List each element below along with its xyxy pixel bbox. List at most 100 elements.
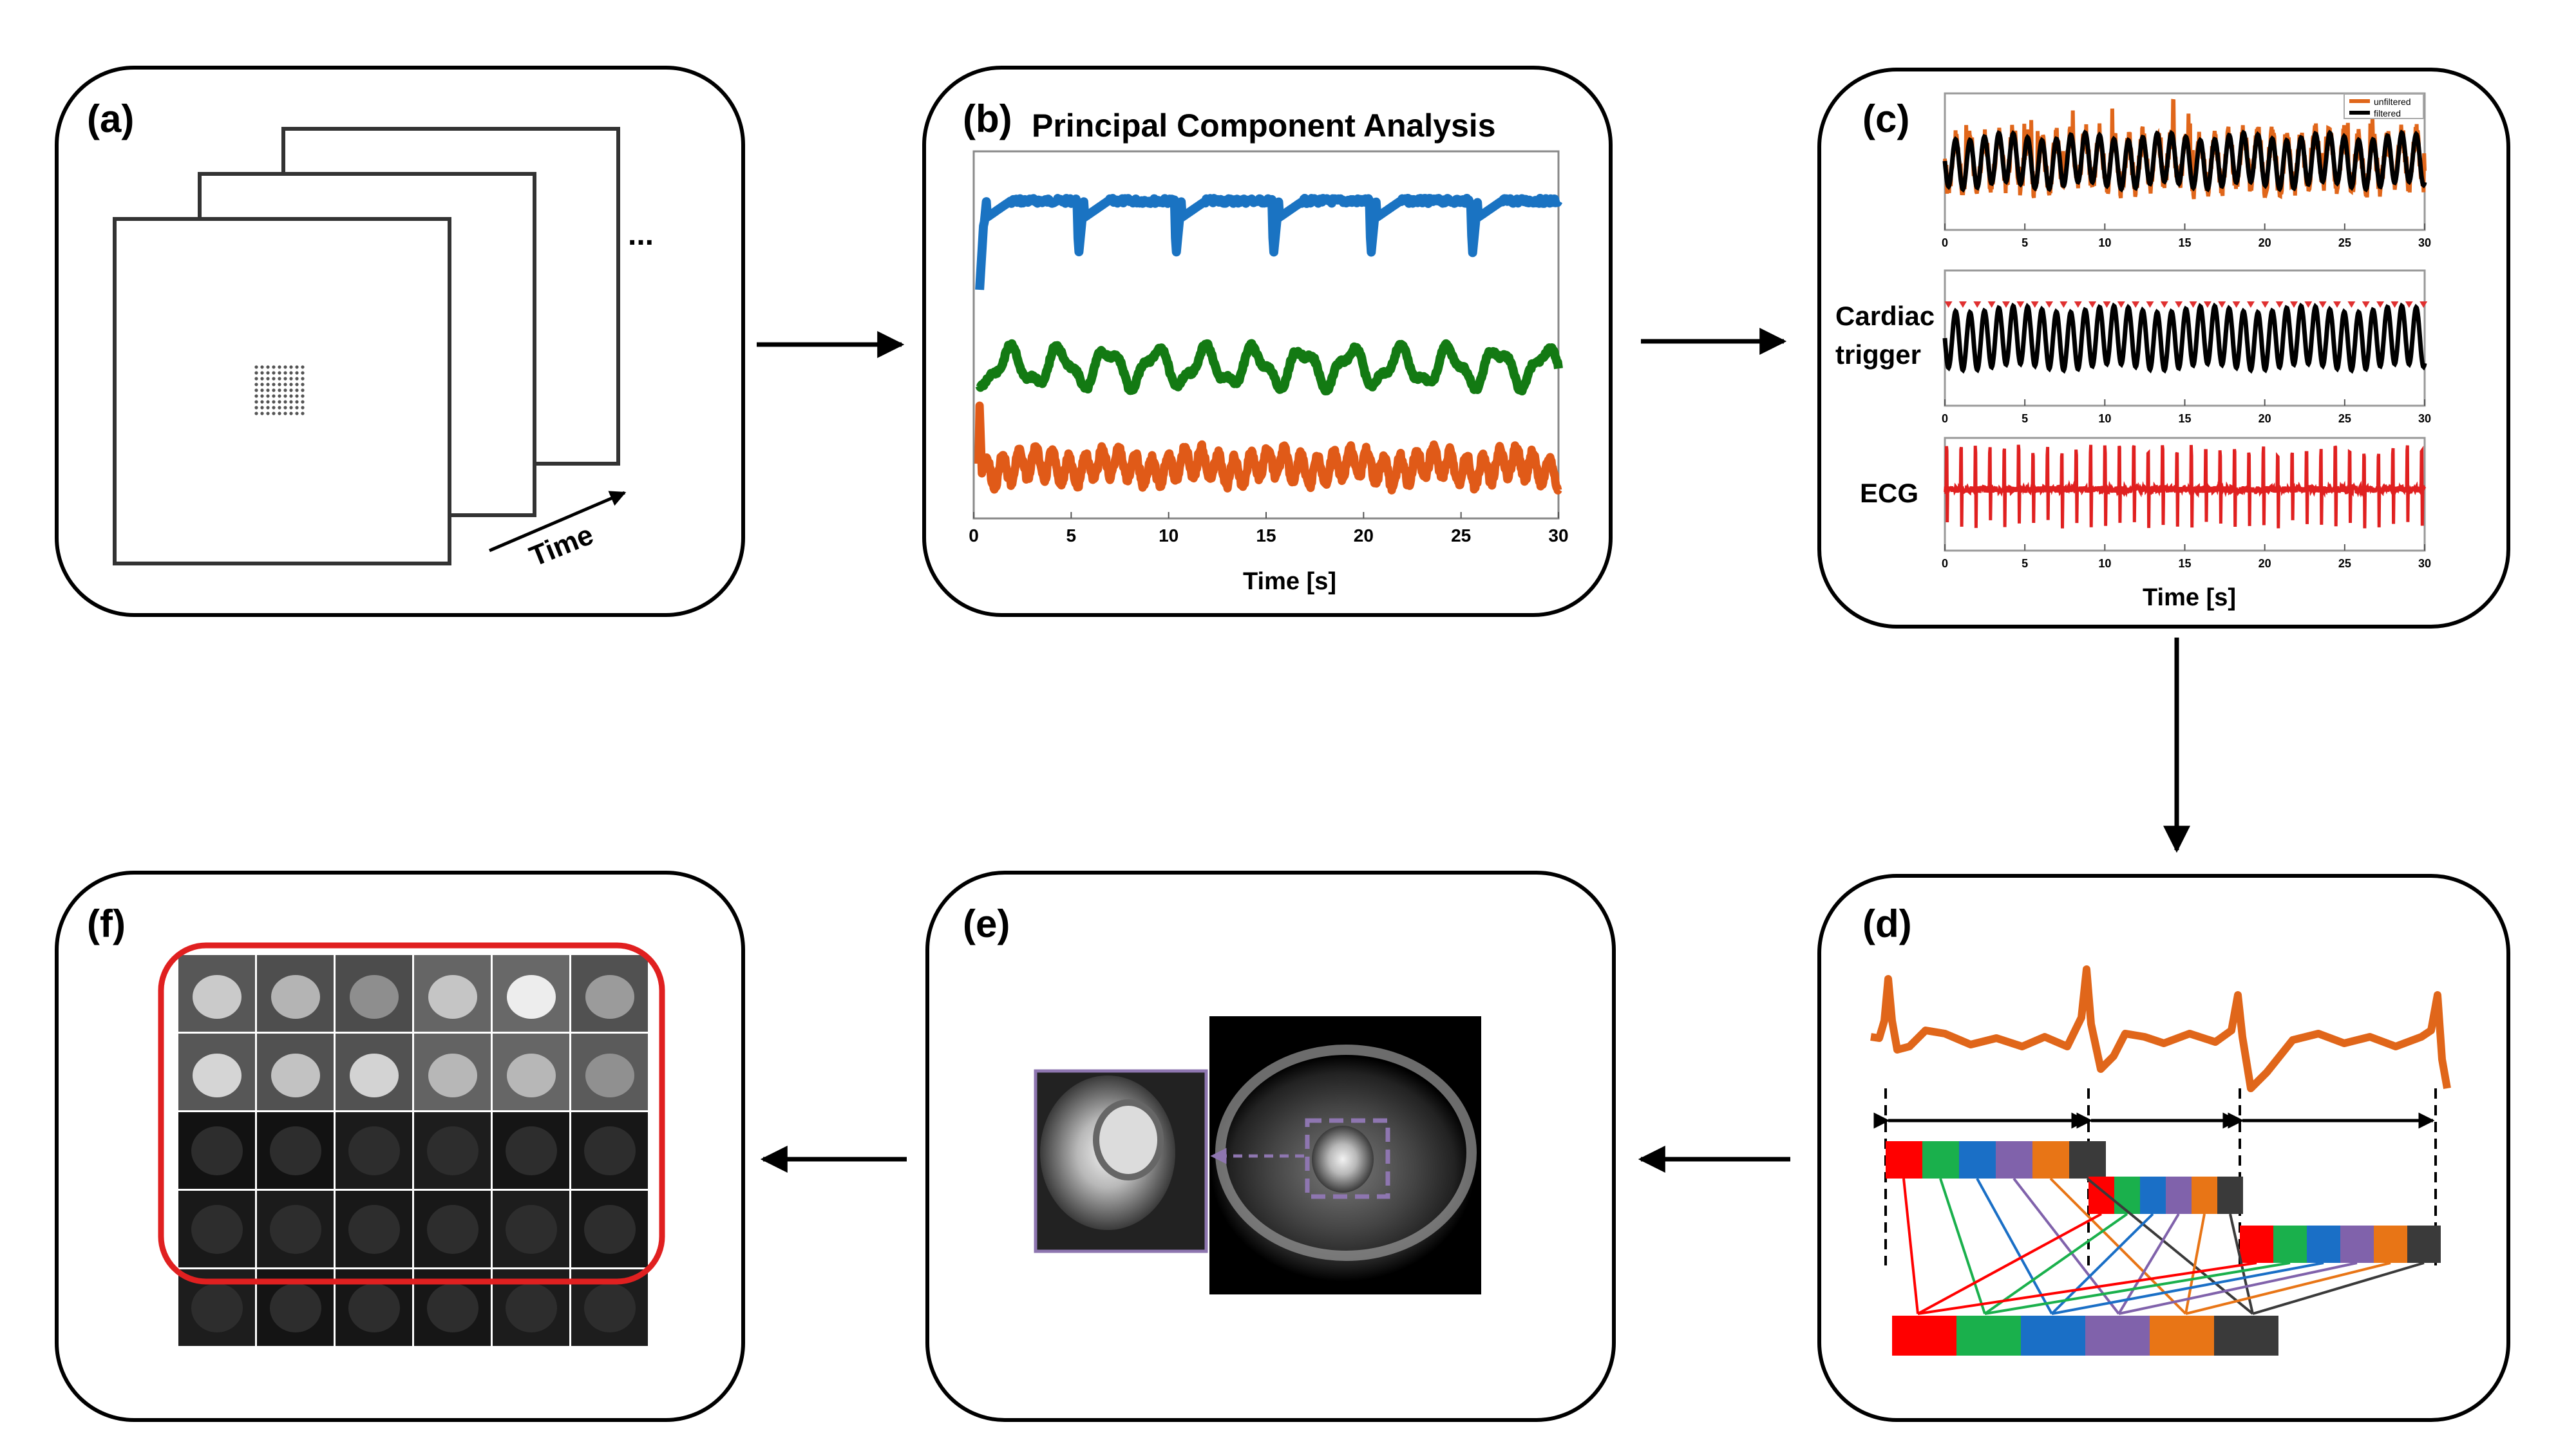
pixel-dot [301, 412, 305, 415]
bin-arrow [2051, 1262, 2324, 1315]
trigger-marker [2016, 301, 2025, 308]
phase-bin [2150, 1316, 2214, 1356]
phase-bin [1959, 1141, 1996, 1179]
pixel-dot [283, 412, 287, 415]
pixel-dot [301, 388, 305, 392]
pixel-dot [266, 377, 270, 381]
phase-bin [1996, 1141, 2032, 1179]
pixel-dot [260, 383, 264, 386]
trigger-marker [2117, 301, 2125, 308]
pixel-dot [283, 383, 287, 386]
pixel-dot [260, 400, 264, 404]
trigger-marker [1958, 301, 1967, 308]
pixel-dot [272, 377, 276, 381]
ecg-xlabel: Time [s] [2143, 584, 2236, 611]
roi-box [1305, 1118, 1390, 1199]
tick-label: 5 [2022, 557, 2028, 570]
tick-label: 0 [969, 526, 979, 545]
trigger-marker [2318, 301, 2327, 308]
pixel-dot [278, 394, 281, 398]
pixel-dot [254, 388, 258, 392]
trigger-marker [2376, 301, 2385, 308]
heart-slice [428, 975, 477, 1019]
panel-a: (a) ... Time [87, 97, 654, 573]
heart-slice [270, 1205, 321, 1254]
panel-d-label: (d) [1862, 902, 1912, 945]
phase-bin [2217, 1177, 2243, 1214]
tick-label: 0 [1942, 557, 1948, 570]
zoomed-lv [1093, 1099, 1164, 1180]
pixel-dot [272, 400, 276, 404]
phase-bin [2240, 1226, 2273, 1263]
heart-slice [348, 1205, 400, 1254]
heart-slice [270, 1283, 321, 1332]
heart-slice [191, 1126, 243, 1175]
phase-bin [2214, 1316, 2278, 1356]
pixel-dot [301, 377, 305, 381]
heart-slice [428, 1054, 477, 1097]
heart-slice [506, 1283, 557, 1332]
ecg-axes [1944, 437, 2426, 552]
pixel-dot [289, 394, 293, 398]
pixel-dot [260, 365, 264, 369]
bin-arrow [1984, 1262, 2291, 1315]
trigger-marker [2362, 301, 2370, 308]
heart-slice [350, 1054, 399, 1097]
phase-bin [2407, 1226, 2441, 1263]
time-arrow [489, 491, 627, 553]
trigger-marker [2347, 301, 2356, 308]
tick-label: 30 [2418, 236, 2431, 249]
bin-arrow [1984, 1213, 2128, 1315]
pixel-dot [301, 400, 305, 404]
heart-slice [584, 1205, 636, 1254]
pixel-dot [254, 400, 258, 404]
trigger-marker [2132, 301, 2140, 308]
heart-slice [507, 975, 556, 1019]
trigger-marker [2261, 301, 2269, 308]
pixel-dot [260, 394, 264, 398]
panel-d: (d) [1862, 902, 2451, 1356]
tick-label: 10 [1159, 526, 1179, 545]
trigger-marker [2246, 301, 2255, 308]
tick-label: 10 [2098, 412, 2111, 425]
row-label-ecg: ECG [1860, 478, 1918, 508]
bin-arrow [1917, 1213, 2102, 1315]
trigger-marker [2203, 301, 2211, 308]
pixel-dot [289, 388, 293, 392]
pixel-dot [283, 388, 287, 392]
heart-slice [348, 1126, 400, 1175]
grid-border [176, 952, 650, 1349]
bin-arrow [1976, 1178, 2053, 1314]
trigger-marker [2103, 301, 2111, 308]
panel-c-label: (c) [1862, 97, 1909, 140]
filter-legend: unfiltered filtered [2344, 93, 2424, 119]
pixel-dot [272, 371, 276, 375]
pixel-dot [254, 383, 258, 386]
frame-front [113, 217, 451, 565]
panel-f: (f) [87, 902, 665, 1349]
pixel-dot [278, 406, 281, 410]
pixel-dot [278, 371, 281, 375]
trigger-marker [2146, 301, 2154, 308]
phase-bin [2021, 1316, 2085, 1356]
panel-a-label: (a) [87, 97, 134, 140]
trigger-marker [2420, 301, 2428, 308]
pixel-dot [283, 400, 287, 404]
phase-bin [2140, 1177, 2166, 1214]
pixel-dot [272, 383, 276, 386]
ecg-series [1944, 444, 2427, 529]
pixel-dot [266, 388, 270, 392]
pixel-dot [272, 394, 276, 398]
phase-bin [1956, 1316, 2021, 1356]
pixel-dot [301, 371, 305, 375]
phase-bin [2273, 1226, 2307, 1263]
pca-title: Principal Component Analysis [1032, 108, 1496, 144]
phase-bin [1892, 1316, 1956, 1356]
pixel-dot [272, 388, 276, 392]
pixel-dot [278, 400, 281, 404]
pixel-dot [278, 383, 281, 386]
